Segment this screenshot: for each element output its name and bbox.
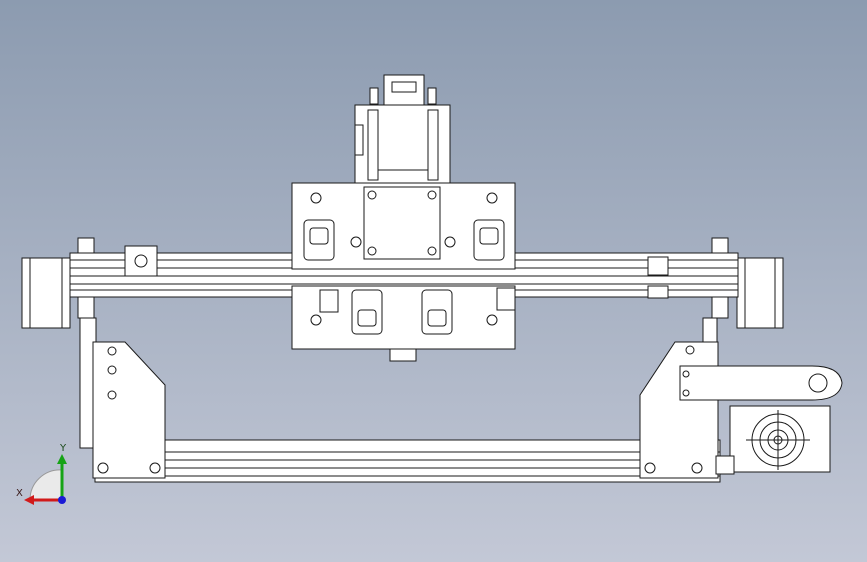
x-axis-label: X xyxy=(16,488,23,499)
right-bracket-arm[interactable] xyxy=(679,365,843,401)
carriage-upper-plate[interactable] xyxy=(291,182,516,270)
cooling-fan-icon xyxy=(746,410,810,470)
right-rail-bracket[interactable] xyxy=(647,256,669,276)
bottom-frame-rail[interactable] xyxy=(94,439,721,483)
z-axis-dot xyxy=(58,496,66,504)
coordinate-triad-icon xyxy=(24,454,67,505)
z-axis-motor[interactable] xyxy=(354,74,451,184)
y-axis-arrowhead xyxy=(57,454,67,464)
right-rail-stop[interactable] xyxy=(647,285,669,299)
x-axis-arrowhead xyxy=(24,495,34,505)
y-axis-label: Y xyxy=(60,443,67,454)
electronics-box[interactable] xyxy=(715,405,831,475)
carriage-lower-plate[interactable] xyxy=(291,285,516,350)
spindle-tip[interactable] xyxy=(389,348,417,362)
left-bracket-bolt xyxy=(134,254,148,268)
machine-model[interactable] xyxy=(21,74,843,483)
